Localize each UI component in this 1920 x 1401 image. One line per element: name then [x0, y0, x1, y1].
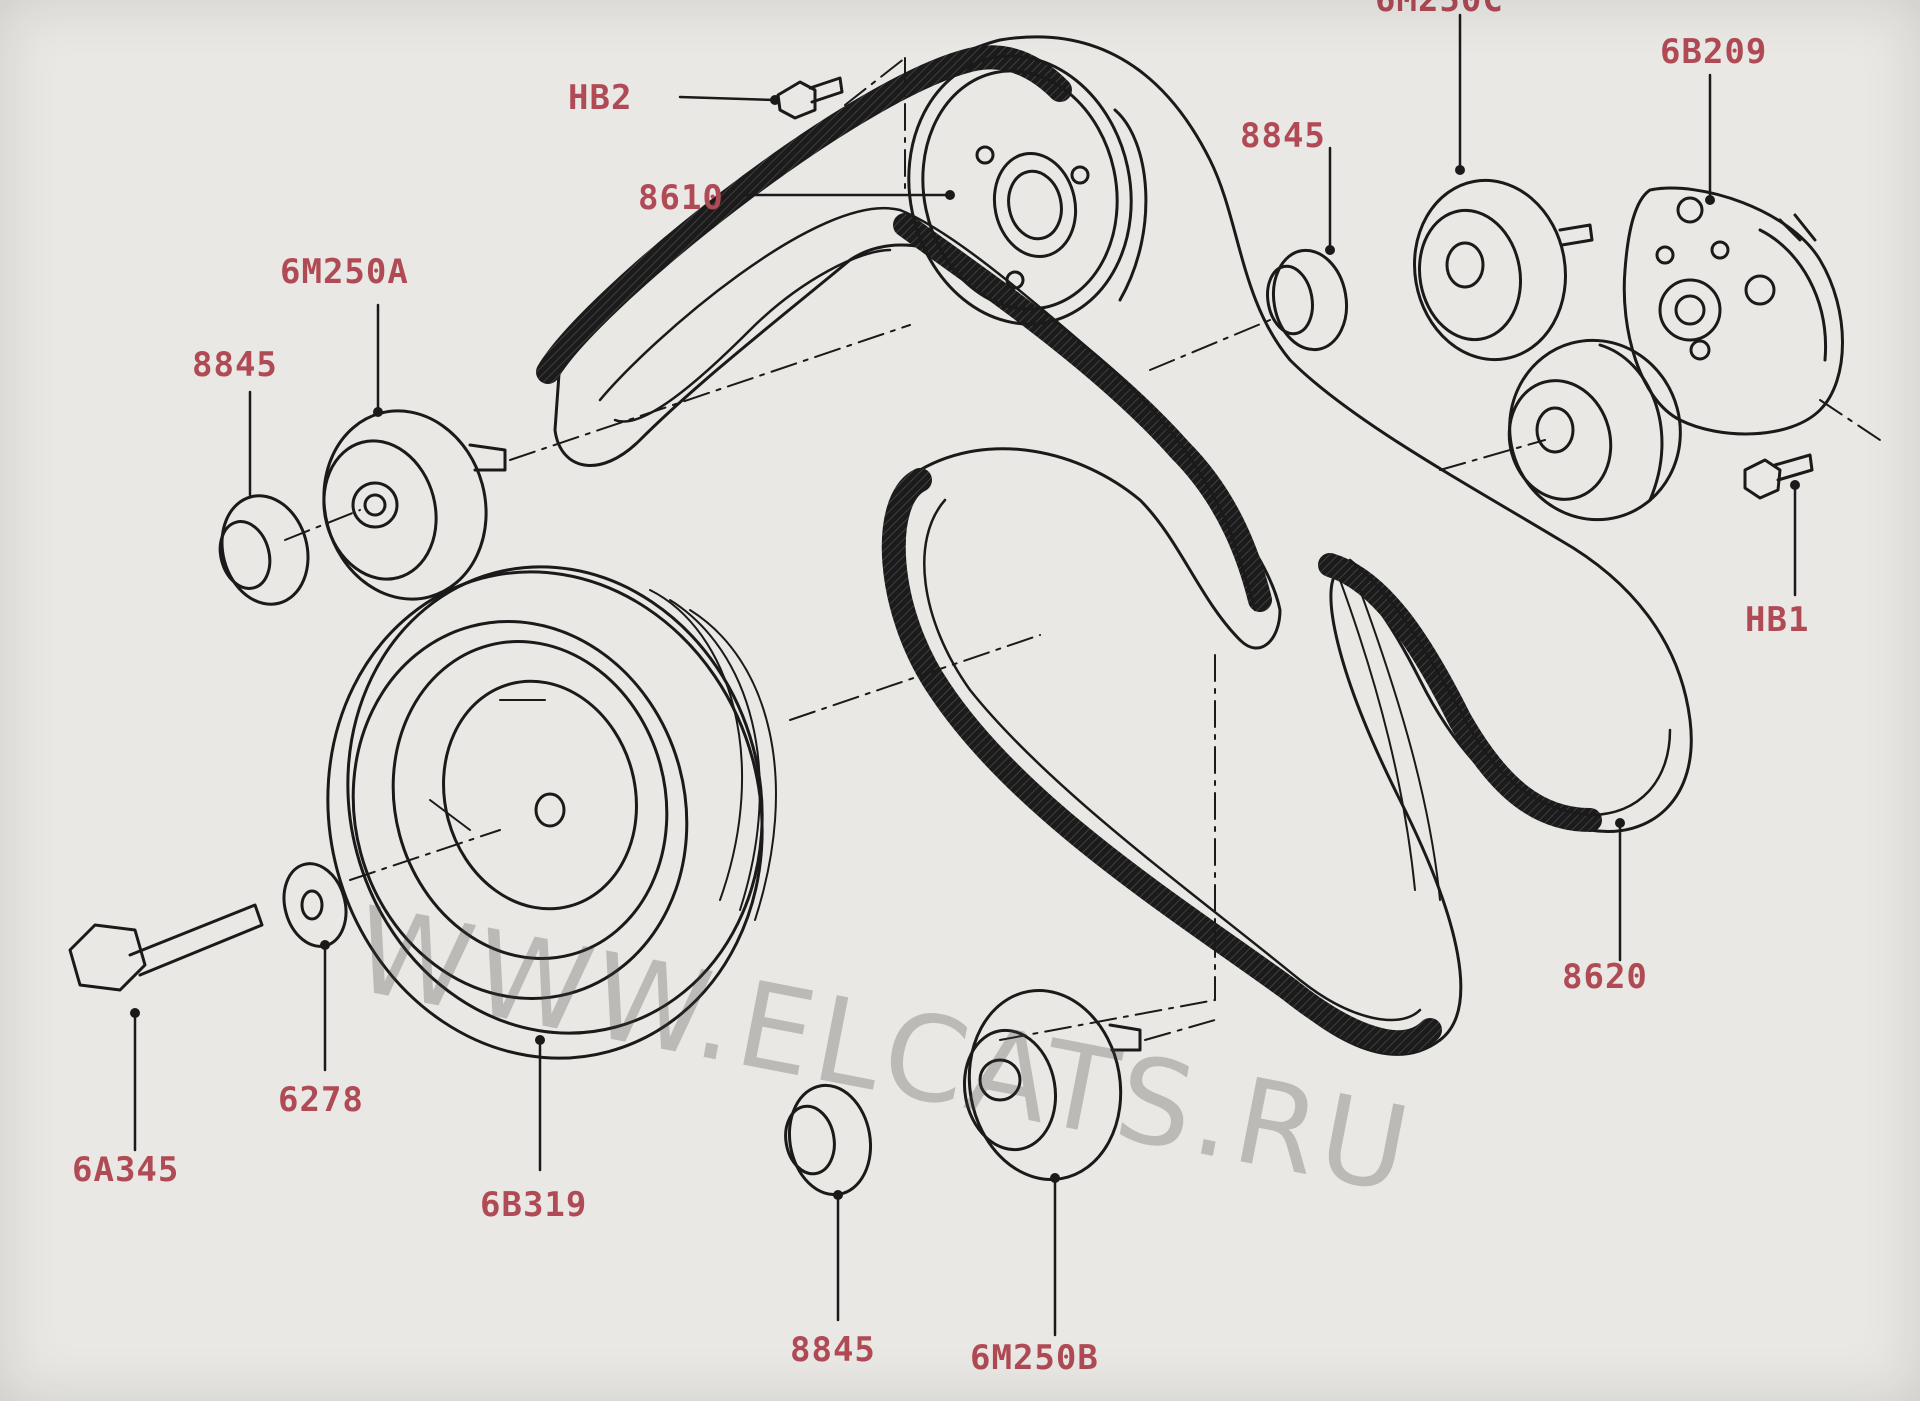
pulley-8610: [907, 54, 1148, 326]
leader-lines: [133, 13, 1797, 1337]
label-8845-bottom: 8845: [790, 1330, 876, 1370]
bolt-6a345: [68, 903, 264, 992]
cap-8845-left: [218, 494, 310, 606]
crank-pulley-6b319: [326, 565, 777, 1060]
label-8845-left: 8845: [192, 345, 278, 385]
label-hb1: HB1: [1745, 600, 1810, 640]
label-6a345: 6A345: [72, 1150, 180, 1190]
idler-pulley-6m250a: [322, 409, 507, 601]
bolt-hb1: [1743, 453, 1814, 500]
bolt-hb2: [776, 76, 844, 120]
washer-6278: [282, 862, 348, 948]
cap-8845-top: [1266, 248, 1349, 352]
idler-pulley-top: [1413, 178, 1594, 362]
tensioner-6b209: [1507, 186, 1844, 522]
label-8620: 8620: [1562, 957, 1648, 997]
label-6b209: 6B209: [1660, 32, 1768, 72]
assembly-axes: [284, 57, 1881, 1041]
label-6m250b: 6M250B: [970, 1338, 1099, 1378]
leader-dots: [130, 95, 1800, 1200]
label-6m250a: 6M250A: [280, 252, 409, 292]
label-6278: 6278: [278, 1080, 364, 1120]
label-8610: 8610: [638, 178, 724, 218]
idler-pulley-6m250b: [962, 989, 1142, 1181]
label-6b319: 6B319: [480, 1185, 588, 1225]
belt-8620: [536, 35, 1693, 1056]
label-8845-top: 8845: [1240, 116, 1326, 156]
label-top-clipped: 6M250C: [1375, 0, 1504, 20]
label-hb2: HB2: [568, 78, 633, 118]
